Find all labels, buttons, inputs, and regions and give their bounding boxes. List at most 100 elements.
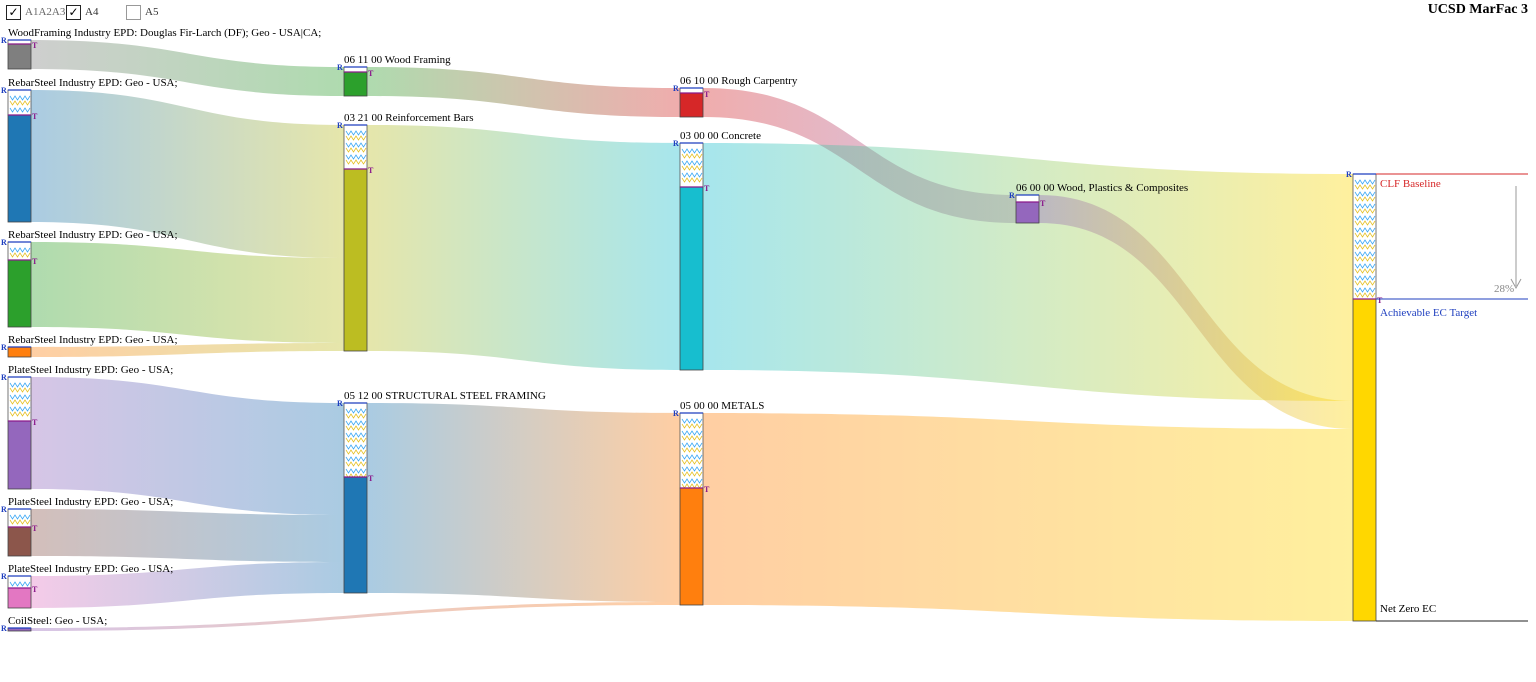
t-marker: T — [368, 474, 374, 483]
sankey-links — [31, 40, 1353, 631]
filter-a4-checkbox[interactable]: ✓ A4 — [66, 3, 98, 21]
clf-baseline-label: CLF Baseline — [1380, 178, 1441, 190]
reduction-hatch — [9, 411, 31, 417]
reduction-hatch — [1354, 191, 1376, 197]
reduction-hatch — [1354, 256, 1376, 262]
node-label: WoodFraming Industry EPD: Douglas Fir-La… — [8, 27, 321, 39]
sankey-node: RT — [337, 399, 374, 594]
reduction-hatch — [345, 159, 367, 165]
reduction-hatch — [1354, 287, 1376, 293]
checkbox-box[interactable]: ✓ — [6, 4, 21, 20]
t-marker: T — [32, 585, 38, 594]
reduction-hatch — [681, 459, 703, 465]
reduction-hatch — [681, 160, 703, 166]
reduction-hatch — [1354, 244, 1376, 250]
node-label: 05 12 00 STRUCTURAL STEEL FRAMING — [344, 390, 546, 402]
filter-a1a2a3-label: A1A2A3 — [25, 6, 66, 18]
node-bar — [7, 346, 32, 358]
reduction-hatch — [681, 153, 703, 159]
target-node: RT — [1346, 170, 1383, 622]
sankey-link — [367, 67, 680, 117]
reduction-hatch — [681, 435, 703, 441]
reduction-hatch — [681, 418, 703, 424]
r-marker: R — [1, 36, 7, 45]
reduction-hatch — [1354, 268, 1376, 274]
sankey-node: RT — [1, 572, 38, 609]
sankey-node: R — [1, 624, 32, 633]
app-title: UCSD MarFac 3 — [1427, 2, 1528, 17]
reduction-hatch — [681, 466, 703, 472]
node-label: PlateSteel Industry EPD: Geo - USA; — [8, 563, 173, 575]
node-bar — [343, 476, 368, 594]
node-label: 06 10 00 Rough Carpentry — [680, 75, 798, 87]
node-label: 06 00 00 Wood, Plastics & Composites — [1016, 182, 1188, 194]
checkbox-box[interactable]: ✓ — [66, 4, 81, 20]
reduction-hatch — [681, 483, 703, 489]
reduction-hatch — [681, 165, 703, 171]
node-label: 06 11 00 Wood Framing — [344, 54, 451, 66]
reduction-hatch — [1354, 239, 1376, 245]
reduction-hatch — [1354, 263, 1376, 269]
reduction-hatch — [1354, 292, 1376, 298]
reduction-hatch — [681, 454, 703, 460]
t-marker: T — [368, 69, 374, 78]
r-marker: R — [673, 409, 679, 418]
reduction-hatch — [1354, 179, 1376, 185]
reduction-hatch — [1354, 215, 1376, 221]
r-marker: R — [1, 343, 7, 352]
reduction-segment — [679, 87, 704, 94]
sankey-link — [1039, 195, 1353, 429]
reduction-arrow-head — [1510, 278, 1522, 290]
filter-bar: ✓ A1A2A3 ✓ A4 A5 UCSD MarFac 3 — [0, 0, 1536, 24]
node-bar — [343, 168, 368, 352]
node-bar — [7, 43, 32, 70]
reduction-hatch — [9, 247, 31, 253]
reduction-segment — [343, 66, 368, 73]
node-bar — [7, 259, 32, 328]
node-bar — [7, 114, 32, 223]
reduction-hatch — [345, 408, 367, 414]
reduction-hatch — [681, 430, 703, 436]
node-label: 03 00 00 Concrete — [680, 130, 761, 142]
reduction-hatch — [345, 456, 367, 462]
t-marker: T — [368, 166, 374, 175]
t-marker: T — [32, 257, 38, 266]
checkbox-box[interactable] — [126, 4, 141, 20]
reduction-hatch — [681, 148, 703, 154]
r-marker: R — [1009, 191, 1015, 200]
sankey-link — [31, 509, 344, 562]
t-marker: T — [704, 485, 710, 494]
reduction-hatch — [681, 177, 703, 183]
filter-a5-checkbox[interactable]: A5 — [126, 3, 158, 21]
t-marker: T — [32, 112, 38, 121]
node-bar — [1352, 298, 1377, 622]
reduction-hatch — [345, 437, 367, 443]
t-marker: T — [1040, 199, 1046, 208]
sankey-node: RT — [1, 373, 38, 490]
node-bar — [343, 71, 368, 97]
sankey-link — [31, 40, 344, 96]
reduction-hatch — [9, 519, 31, 525]
reduction-segment — [1015, 194, 1040, 203]
achievable-target-label: Achievable EC Target — [1380, 307, 1477, 319]
sankey-node: RT — [1, 86, 38, 223]
node-bar — [679, 487, 704, 606]
sankey-link — [367, 403, 680, 602]
net-zero-label: Net Zero EC — [1380, 603, 1436, 615]
filter-a1a2a3-checkbox[interactable]: ✓ A1A2A3 — [6, 3, 65, 21]
r-marker: R — [1346, 170, 1352, 179]
sankey-link — [367, 125, 680, 370]
node-label: RebarSteel Industry EPD: Geo - USA; — [8, 77, 178, 89]
r-marker: R — [1, 572, 7, 581]
reduction-hatch — [345, 468, 367, 474]
r-marker: R — [1, 86, 7, 95]
reduction-hatch — [1354, 196, 1376, 202]
reduction-hatch — [345, 147, 367, 153]
r-marker: R — [1, 238, 7, 247]
r-marker: R — [673, 84, 679, 93]
r-marker: R — [337, 63, 343, 72]
t-marker: T — [32, 524, 38, 533]
